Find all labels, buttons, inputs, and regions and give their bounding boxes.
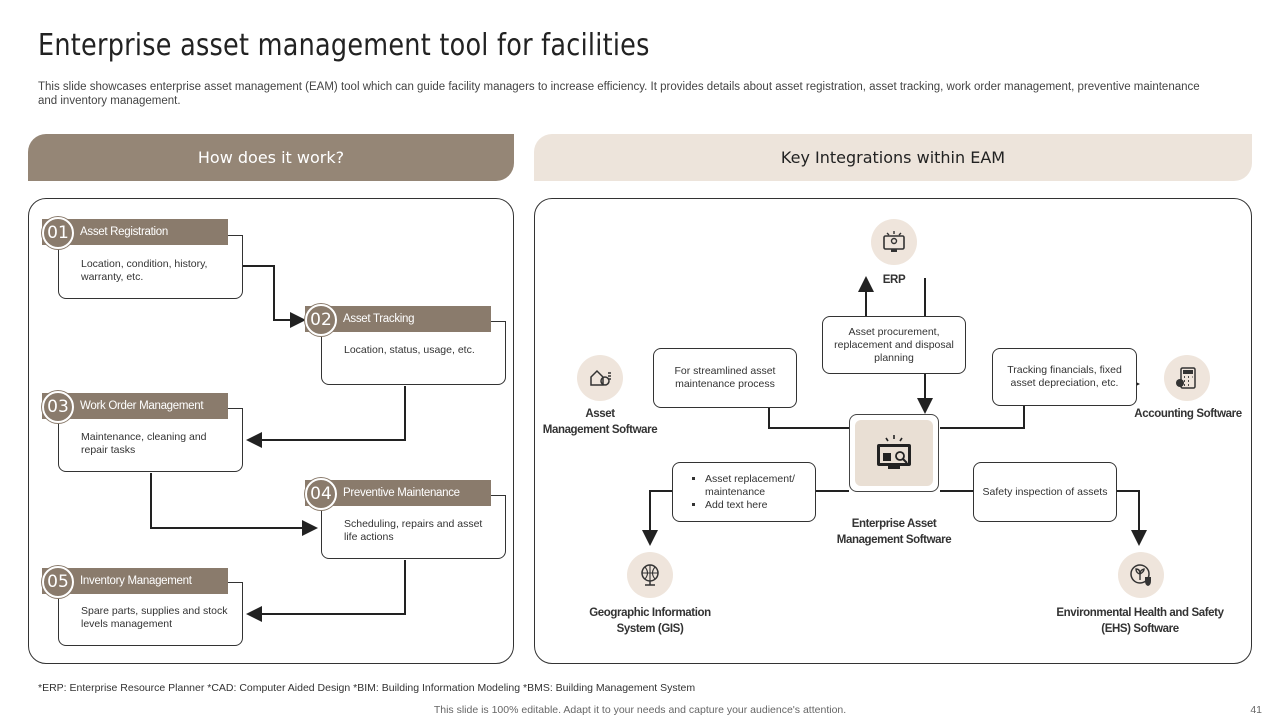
section-header-how: How does it work? <box>28 134 514 181</box>
step-04-desc: Scheduling, repairs and asset life actio… <box>344 518 483 543</box>
erp-monitor-icon <box>871 219 917 265</box>
asset-mgmt-label-line1: Asset <box>585 408 615 420</box>
eam-computer-icon <box>855 420 933 486</box>
erp-label: ERP <box>882 274 906 286</box>
asset-mgmt-desc: For streamlined asset maintenance proces… <box>674 365 776 390</box>
eam-center-box <box>849 414 939 492</box>
globe-icon <box>627 552 673 598</box>
ehs-label-line2: (EHS) Software <box>1101 623 1179 635</box>
step-04-title: Preventive Maintenance <box>343 487 460 499</box>
gis-label-line1: Geographic Information <box>589 607 711 619</box>
gis-desc-box: Asset replacement/ maintenance Add text … <box>672 462 816 522</box>
eam-center-label-line2: Management Software <box>836 534 952 546</box>
asset-mgmt-desc-box: For streamlined asset maintenance proces… <box>653 348 797 408</box>
eam-center-label-line1: Enterprise Asset <box>851 518 937 530</box>
step-04-number: 04 <box>305 478 337 510</box>
page-number: 41 <box>1250 704 1262 716</box>
ehs-label-line1: Environmental Health and Safety <box>1056 607 1224 619</box>
step-02-title: Asset Tracking <box>343 313 415 325</box>
step-03-desc: Maintenance, cleaning and repair tasks <box>81 431 207 456</box>
footnote: *ERP: Enterprise Resource Planner *CAD: … <box>38 682 696 694</box>
step-01-desc: Location, condition, history, warranty, … <box>81 258 208 283</box>
gis-label-line2: System (GIS) <box>616 623 684 635</box>
eam-center-label: Enterprise Asset Management Software <box>824 516 964 548</box>
page-subtitle: This slide showcases enterprise asset ma… <box>38 81 1200 107</box>
calculator-icon <box>1164 355 1210 401</box>
ehs-desc: Safety inspection of assets <box>982 485 1108 498</box>
asset-mgmt-label-line2: Management Software <box>542 424 658 436</box>
step-05-number: 05 <box>42 566 74 598</box>
footer-note: This slide is 100% editable. Adapt it to… <box>433 704 847 716</box>
gis-bullet-1: Asset replacement/ maintenance <box>705 473 807 499</box>
step-03-title: Work Order Management <box>80 400 204 412</box>
gear-house-icon <box>577 355 623 401</box>
gis-label: Geographic Information System (GIS) <box>580 605 720 637</box>
step-01-box: Location, condition, history, warranty, … <box>58 235 243 299</box>
accounting-desc-box: Tracking financials, fixed asset depreci… <box>992 348 1137 406</box>
step-05-title: Inventory Management <box>80 575 192 587</box>
leaf-shield-icon <box>1118 552 1164 598</box>
step-02-desc: Location, status, usage, etc. <box>344 344 475 356</box>
accounting-desc: Tracking financials, fixed asset depreci… <box>1007 364 1122 389</box>
step-03-number: 03 <box>42 391 74 423</box>
page-title: Enterprise asset management tool for fac… <box>38 28 650 63</box>
asset-mgmt-label: Asset Management Software <box>540 406 660 438</box>
step-05-desc: Spare parts, supplies and stock levels m… <box>81 605 228 630</box>
section-header-integrations: Key Integrations within EAM <box>534 134 1252 181</box>
gis-bullet-list: Asset replacement/ maintenance Add text … <box>693 473 807 512</box>
step-01-number: 01 <box>42 217 74 249</box>
step-01-title: Asset Registration <box>80 226 168 238</box>
erp-desc: Asset procurement, replacement and dispo… <box>834 325 954 364</box>
ehs-desc-box: Safety inspection of assets <box>973 462 1117 522</box>
ehs-label: Environmental Health and Safety (EHS) So… <box>1050 605 1230 637</box>
accounting-label: Accounting Software <box>1134 408 1242 420</box>
gis-bullet-2: Add text here <box>705 499 807 512</box>
erp-desc-box: Asset procurement, replacement and dispo… <box>822 316 966 374</box>
step-02-number: 02 <box>305 304 337 336</box>
